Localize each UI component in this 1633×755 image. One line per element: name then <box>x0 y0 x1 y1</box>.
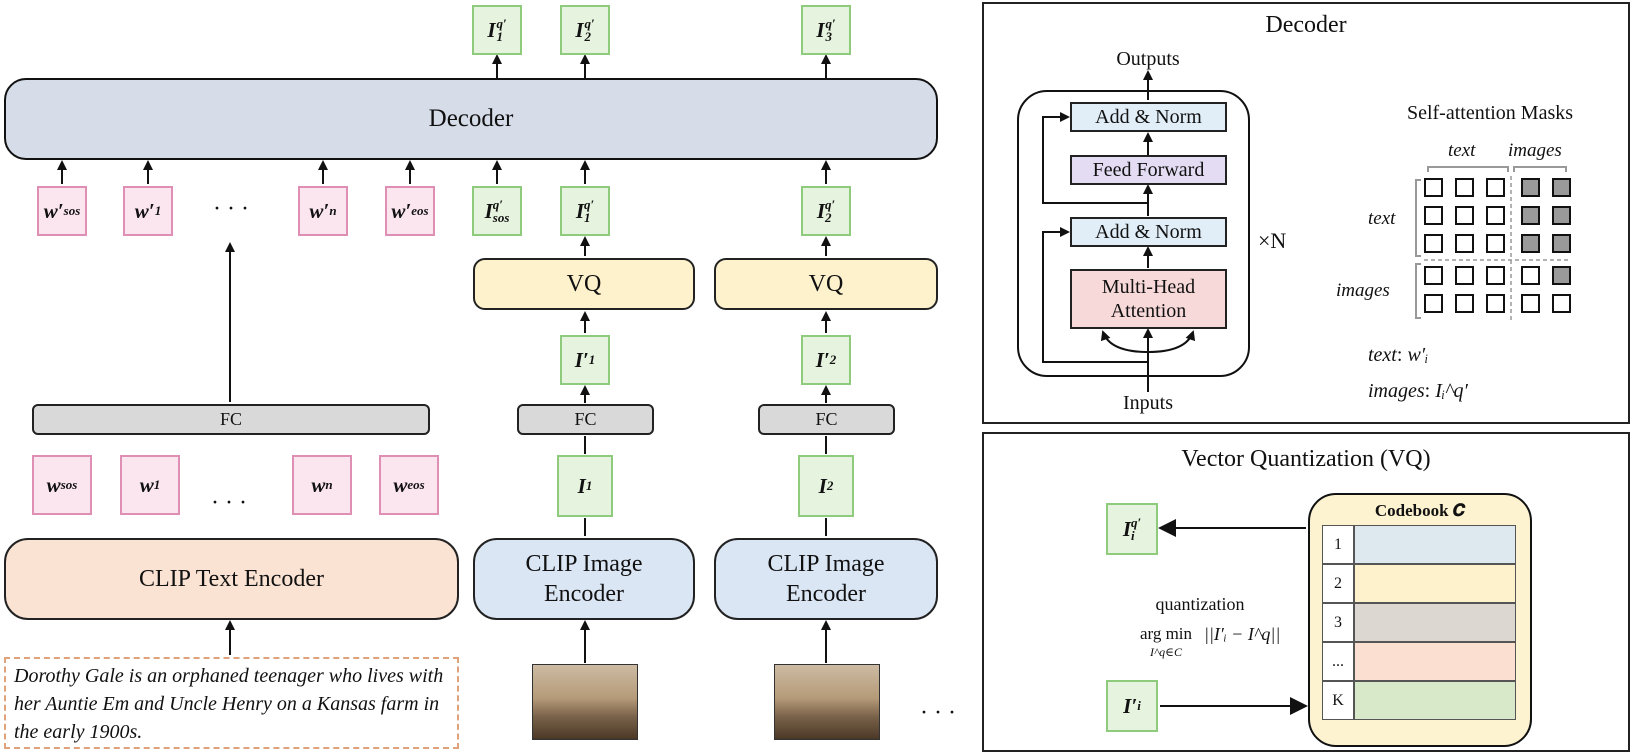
vq-detail-panel <box>982 432 1630 752</box>
text-embedding-token: w′1 <box>123 186 173 236</box>
codebook-title: Codebook 𝑪 <box>1374 501 1466 520</box>
add-norm-block: Add & Norm <box>1070 102 1227 132</box>
mask-cell <box>1486 206 1505 225</box>
decoder-layer-stack <box>1017 90 1250 377</box>
mask-cell <box>1486 266 1505 285</box>
argmin-subscript: I^q∈C <box>1150 645 1182 659</box>
feed-forward-block: Feed Forward <box>1070 155 1227 185</box>
fc-layer: FC <box>758 404 895 435</box>
quantization-label: quantization <box>1155 594 1245 614</box>
mask-cell <box>1455 178 1474 197</box>
text-embedding-token: w′sos <box>37 186 87 236</box>
mask-cell <box>1521 294 1540 313</box>
mask-row-text: text <box>1368 208 1396 229</box>
mask-col-text: text <box>1448 140 1476 161</box>
mask-col-images: images <box>1508 140 1562 161</box>
codebook-index: 1 <box>1322 525 1354 564</box>
mask-cell <box>1424 234 1443 253</box>
mask-cell <box>1552 266 1571 285</box>
legend-text: text: w′ᵢ <box>1368 344 1429 366</box>
text-embedding-token: w′eos <box>385 186 435 236</box>
mask-cell <box>1521 266 1540 285</box>
mask-cell <box>1486 178 1505 197</box>
mask-cell <box>1552 206 1571 225</box>
codebook-index: K <box>1322 681 1354 720</box>
projected-image-token: I′2 <box>801 335 851 385</box>
self-attention-mask-grid <box>1424 178 1574 322</box>
codebook-entry <box>1354 603 1516 642</box>
codebook-entry <box>1354 642 1516 681</box>
mask-cell <box>1455 234 1474 253</box>
mask-cell <box>1486 294 1505 313</box>
add-norm-block: Add & Norm <box>1070 217 1227 247</box>
decoder-detail-panel <box>982 2 1630 424</box>
clip-text-encoder: CLIP Text Encoder <box>4 538 459 620</box>
mask-cell <box>1424 266 1443 285</box>
fc-layer: FC <box>32 404 430 435</box>
mask-cell <box>1455 266 1474 285</box>
legend-images: images: Iᵢ^q′ <box>1368 380 1468 402</box>
mask-cell <box>1424 178 1443 197</box>
vq-block: VQ <box>714 258 938 310</box>
mask-cell <box>1521 206 1540 225</box>
inputs-label: Inputs <box>1123 392 1173 414</box>
codebook-index: ... <box>1322 642 1354 681</box>
vq-panel-title: Vector Quantization (VQ) <box>1181 446 1431 472</box>
distance-expression: ||I′ᵢ − I^q|| <box>1204 624 1281 644</box>
mask-row-images: images <box>1336 280 1390 301</box>
input-image-1 <box>532 664 638 740</box>
codebook-entry <box>1354 681 1516 720</box>
masks-title: Self-attention Masks <box>1406 102 1574 124</box>
mask-cell <box>1486 234 1505 253</box>
mask-cell <box>1424 206 1443 225</box>
mask-cell <box>1455 206 1474 225</box>
mask-cell <box>1455 294 1474 313</box>
mask-cell <box>1424 294 1443 313</box>
mask-cell <box>1552 234 1571 253</box>
decoder-panel-title: Decoder <box>1265 12 1347 38</box>
fc-layer: FC <box>517 404 654 435</box>
input-feature-token: I′i <box>1106 680 1158 732</box>
mask-cell <box>1521 178 1540 197</box>
decoder-block: Decoder <box>4 78 938 160</box>
codebook-index: 2 <box>1322 564 1354 603</box>
input-image-2 <box>774 664 880 740</box>
story-text-box: Dorothy Gale is an orphaned teenager who… <box>4 657 459 749</box>
codebook-index: 3 <box>1322 603 1354 642</box>
vq-block: VQ <box>473 258 695 310</box>
codebook-entry <box>1354 525 1516 564</box>
mask-cell <box>1521 234 1540 253</box>
argmin-label: arg min <box>1139 624 1193 643</box>
projected-image-token: I′1 <box>560 335 610 385</box>
ellipsis: · · · <box>211 490 247 516</box>
repeat-n-label: ×N <box>1258 228 1287 253</box>
ellipsis: · · · <box>213 196 249 222</box>
mask-cell <box>1552 178 1571 197</box>
mask-cell <box>1552 294 1571 313</box>
ellipsis: · · · <box>920 700 956 726</box>
text-embedding-token: w′n <box>298 186 348 236</box>
outputs-label: Outputs <box>1116 48 1180 70</box>
codebook-entry <box>1354 564 1516 603</box>
